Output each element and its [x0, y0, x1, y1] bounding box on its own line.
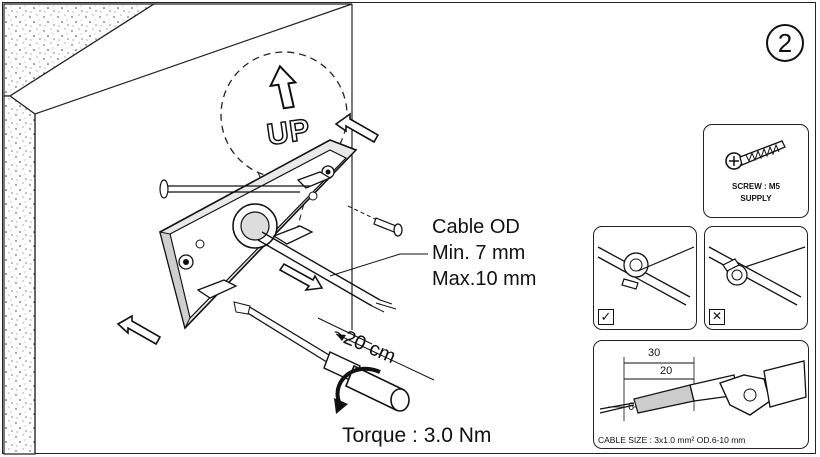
- up-arrow-icon: [268, 64, 298, 110]
- screw-icon: [725, 140, 786, 170]
- screwdriver-icon: [233, 301, 410, 414]
- screw-panel: SCREW : M5 SUPPLY: [703, 124, 809, 218]
- direction-arrows: [116, 112, 380, 346]
- screw-supply-label: SUPPLY: [740, 194, 772, 203]
- cable: [257, 231, 435, 381]
- screw-size-label: SCREW : M5: [732, 182, 780, 191]
- dim-30-label: 30: [648, 347, 661, 359]
- torque-label: Torque : 3.0 Nm: [342, 424, 492, 447]
- cable-od-min: Min. 7 mm: [432, 242, 526, 264]
- cable-od-spec: Cable OD Min. 7 mm Max.10 mm: [432, 214, 536, 292]
- correct-install-panel: ✓: [593, 226, 697, 330]
- step-number: 2: [766, 24, 804, 62]
- screw-icon: [347, 205, 403, 237]
- cable-size-caption: CABLE SIZE : 3x1.0 mm² OD.6-10 mm: [598, 435, 746, 445]
- wrong-install-drawing: [708, 246, 806, 306]
- wrong-install-panel: ✕: [704, 226, 808, 330]
- cross-icon: ✕: [709, 309, 725, 325]
- check-icon: ✓: [598, 309, 614, 325]
- dim-6-label: 6: [628, 401, 635, 413]
- wall: [3, 3, 353, 455]
- cable-strip-drawing: [599, 357, 807, 421]
- cable-od-max: Max.10 mm: [432, 268, 537, 290]
- dim-20-label: 20: [660, 365, 673, 377]
- cable-strip-panel: 30 20 6 CABLE SIZE : 3x1.0 mm² OD.6-10 m…: [593, 340, 809, 449]
- up-magnifier: [220, 51, 348, 231]
- up-label: UP: [264, 112, 313, 152]
- cable-od-title: Cable OD: [432, 216, 520, 238]
- mounting-plate: [159, 139, 358, 330]
- correct-install-drawing: [597, 246, 695, 306]
